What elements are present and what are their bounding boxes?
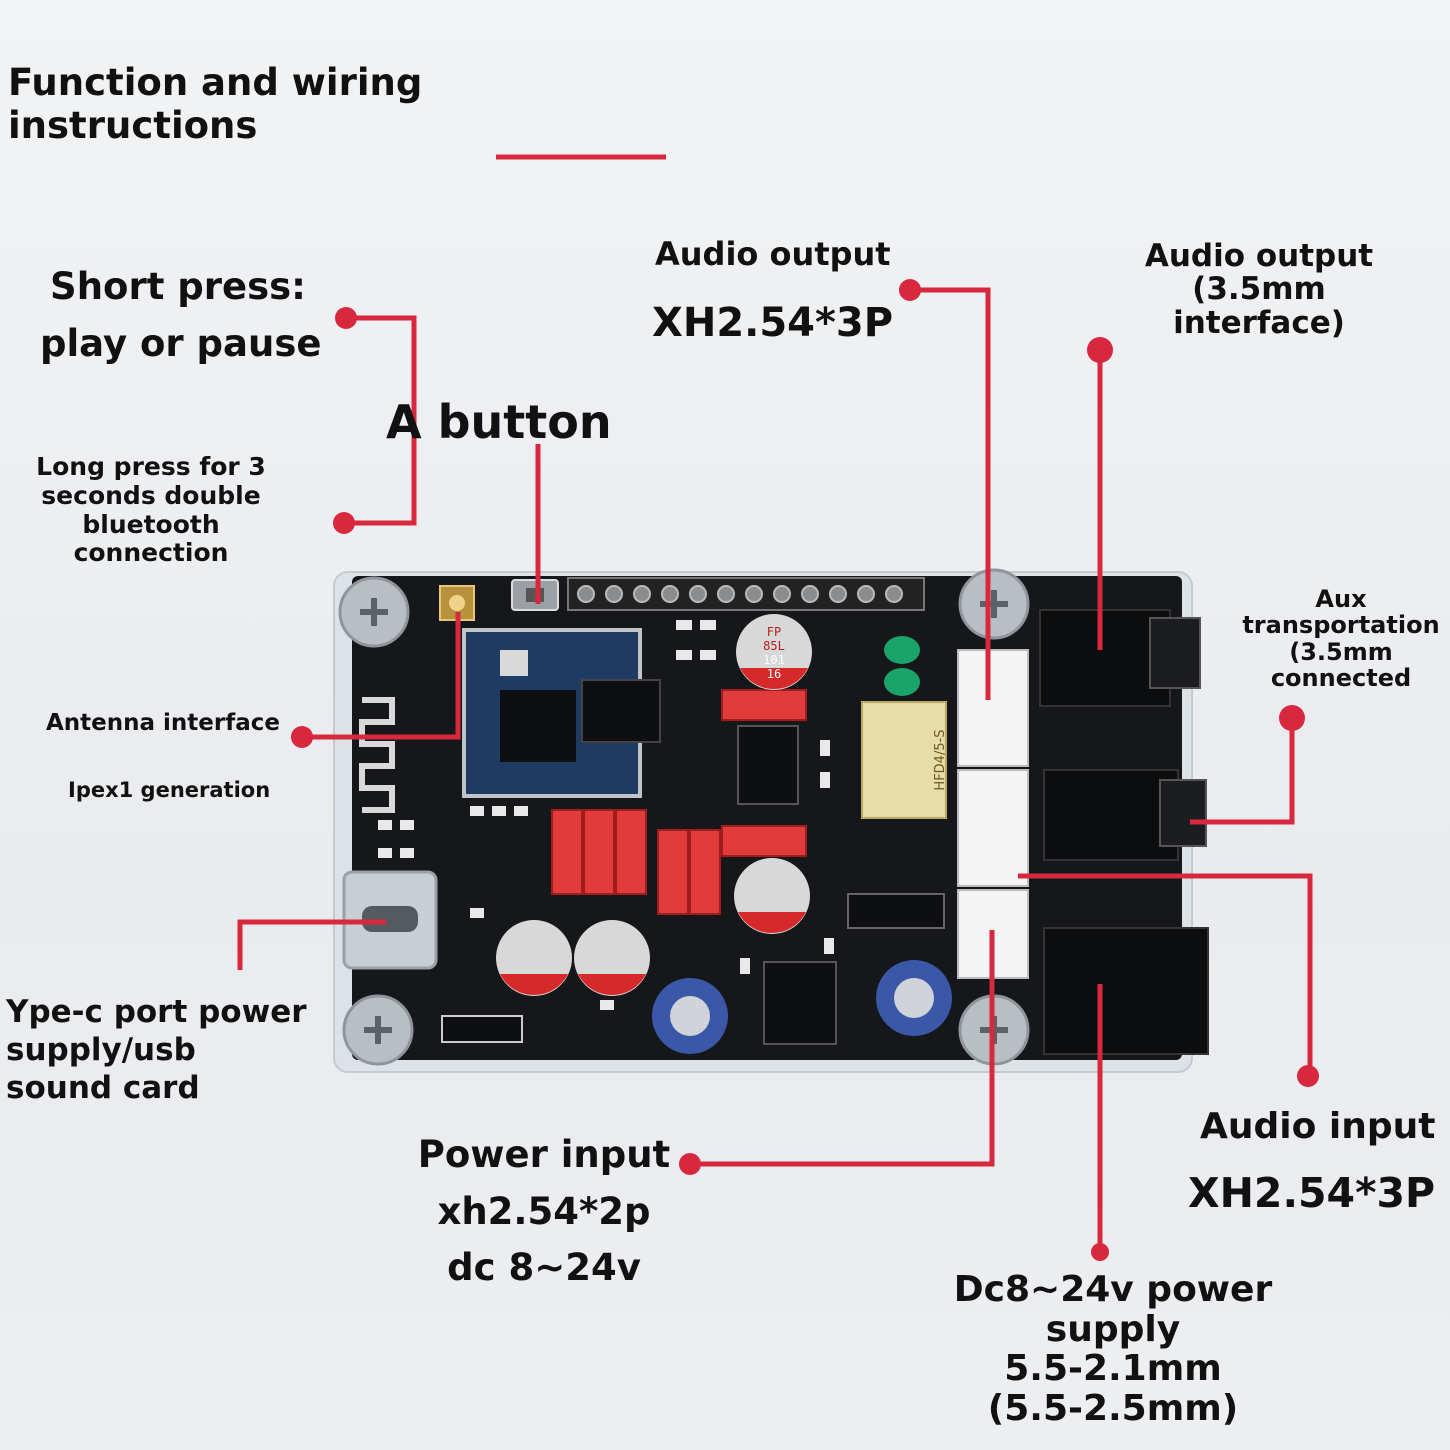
relay xyxy=(861,701,947,819)
xh-connector-input xyxy=(957,769,1029,887)
header-pins xyxy=(577,585,903,603)
dc-jack xyxy=(1043,927,1209,1055)
pcb-antenna-icon xyxy=(359,697,395,813)
ipex-connector-center xyxy=(449,595,465,611)
audio-output-35-label: Audio output (3.5mm interface) xyxy=(1144,238,1374,341)
electrolytic-cap-6 xyxy=(876,960,952,1036)
audio-output-xh-spec: XH2.54*3P xyxy=(652,300,894,346)
bt-chip xyxy=(500,690,576,762)
type-c-label: Ype-c port power supply/usb sound card xyxy=(6,994,307,1106)
electrolytic-cap-3 xyxy=(496,920,572,996)
svg-text:85L: 85L xyxy=(763,639,785,653)
type-c-slot xyxy=(362,906,418,932)
electrolytic-cap-4 xyxy=(574,920,650,996)
audio-input-label: Audio input xyxy=(1200,1106,1436,1147)
audio-input-spec: XH2.54*3P xyxy=(1188,1169,1436,1217)
regulator xyxy=(763,961,837,1045)
aux-label: Aux transportation (3.5mm connected xyxy=(1242,585,1440,693)
electrolytic-cap-2 xyxy=(734,858,810,934)
short-press-label: Short press: play or pause xyxy=(40,265,322,365)
dc-power-label: Dc8~24v power supply 5.5-2.1mm (5.5-2.5m… xyxy=(953,1269,1273,1429)
schottky-diode xyxy=(847,893,945,929)
ceramic-cap-1 xyxy=(884,636,920,664)
callout-dots xyxy=(291,279,1319,1261)
page-title: Function and wiring instructions xyxy=(8,61,423,147)
bt-crystal xyxy=(500,650,528,676)
ceramic-cap-2 xyxy=(884,668,920,696)
film-capacitors xyxy=(551,689,807,915)
svg-text:16: 16 xyxy=(767,667,781,681)
power-input-label: Power input xh2.54*2p dc 8~24v xyxy=(417,1133,671,1290)
jack-35-output xyxy=(1039,609,1171,707)
callout-lines xyxy=(237,154,1313,1252)
push-button-cap xyxy=(526,588,544,602)
dsp-chip xyxy=(581,679,661,743)
xh-connector-output xyxy=(957,649,1029,767)
amp-chip xyxy=(737,725,799,805)
svg-text:FP: FP xyxy=(767,625,781,639)
jack-35-output-barrel xyxy=(1149,617,1201,689)
audio-output-xh-label: Audio output xyxy=(655,235,891,273)
electrolytic-cap-5 xyxy=(652,978,728,1054)
button-label: A button xyxy=(386,395,612,449)
svg-text:101: 101 xyxy=(763,653,785,667)
smd-parts xyxy=(378,620,834,1043)
jack-35-aux-barrel xyxy=(1159,779,1207,847)
svg-text:HFD4/5-S: HFD4/5-S xyxy=(933,729,948,790)
long-press-label: Long press for 3 seconds double bluetoot… xyxy=(36,452,266,568)
antenna-label: Antenna interface xyxy=(46,710,280,736)
electrolytic-cap-1: FP 85L 101 16 xyxy=(736,614,812,690)
antenna-type-label: Ipex1 generation xyxy=(68,778,271,802)
jack-35-aux xyxy=(1043,769,1179,861)
